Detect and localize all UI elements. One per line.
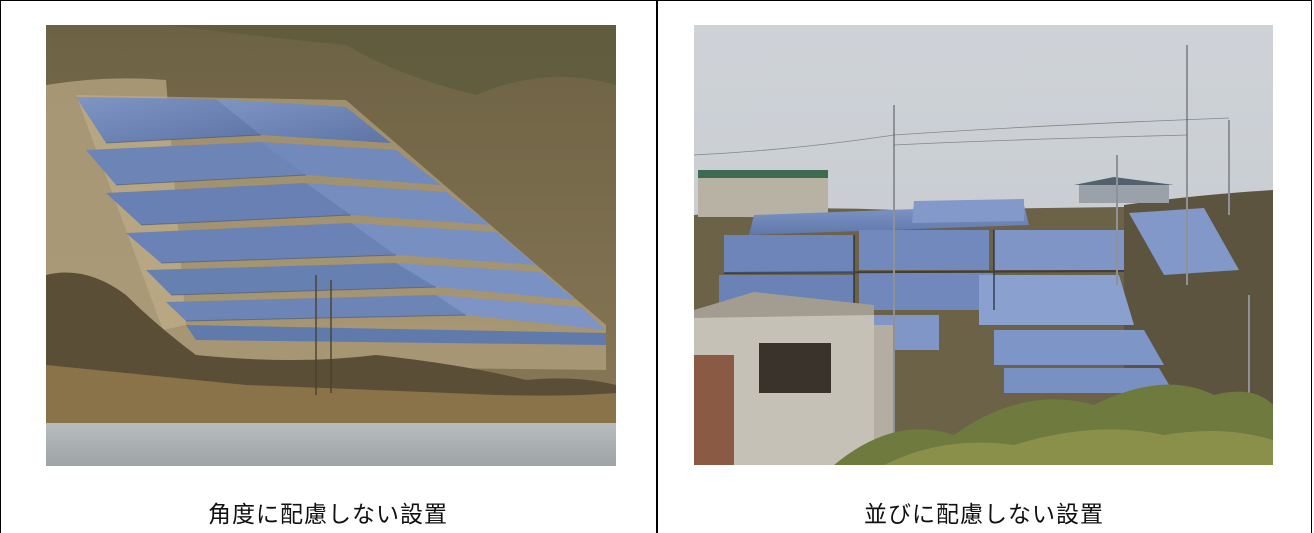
solar-panel-rows [76, 97, 606, 345]
photo-hillside-solar-array [46, 25, 616, 466]
hillside-solar-illustration [46, 25, 616, 466]
rows-solar-illustration [694, 25, 1273, 465]
table-divider [656, 0, 658, 533]
caption-right: 並びに配慮しない設置 [864, 502, 1104, 528]
photo-rows-solar-array [694, 25, 1273, 465]
solar-panel-rows [719, 199, 1239, 393]
caption-left: 角度に配慮しない設置 [208, 502, 448, 528]
